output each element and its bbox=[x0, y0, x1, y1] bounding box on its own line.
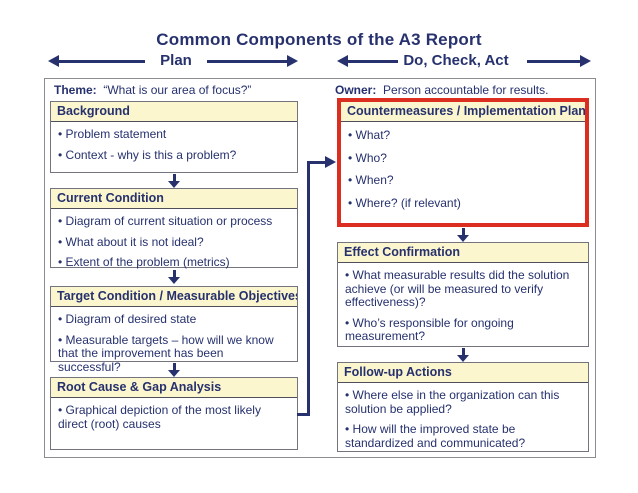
bullet-item: Measurable targets – how will we know th… bbox=[58, 333, 289, 375]
arrowhead-down-icon bbox=[168, 181, 180, 188]
theme-label: Theme: bbox=[54, 83, 97, 97]
elbow-arrowhead-right-icon bbox=[325, 156, 336, 168]
box-content: Where else in the organization can this … bbox=[338, 383, 588, 450]
box-root-cause: Root Cause & Gap Analysis Graphical depi… bbox=[50, 377, 298, 450]
box-content: Problem statement Context - why is this … bbox=[51, 122, 297, 162]
box-content: What? Who? When? Where? (if relevant) bbox=[341, 122, 585, 210]
arrowhead-down-icon bbox=[168, 370, 180, 377]
box-background: Background Problem statement Context - w… bbox=[50, 101, 298, 173]
bullet-item: Diagram of desired state bbox=[58, 312, 289, 327]
arrowhead-left-icon bbox=[337, 55, 348, 67]
box-follow-up-actions: Follow-up Actions Where else in the orga… bbox=[337, 362, 589, 452]
plan-left-arrow-icon bbox=[48, 55, 145, 67]
bullet-item: How will the improved state be standardi… bbox=[345, 422, 580, 450]
plan-right-arrow-icon bbox=[207, 55, 298, 67]
dca-left-arrow-icon bbox=[337, 55, 398, 67]
bullet-item: Context - why is this a problem? bbox=[58, 148, 289, 163]
bullet-item: Where else in the organization can this … bbox=[345, 388, 580, 416]
elbow-connector-top-segment bbox=[307, 161, 326, 164]
down-arrow-icon bbox=[457, 348, 469, 362]
owner-text: Person accountable for results. bbox=[383, 83, 549, 97]
arrow-stem bbox=[461, 228, 465, 235]
arrowhead-down-icon bbox=[457, 355, 469, 362]
box-content: What measurable results did the solution… bbox=[338, 263, 588, 344]
box-content: Diagram of desired state Measurable targ… bbox=[51, 307, 297, 374]
box-header: Current Condition bbox=[51, 189, 297, 209]
box-content: Diagram of current situation or process … bbox=[51, 209, 297, 270]
bullet-item: Where? (if relevant) bbox=[348, 196, 577, 211]
elbow-connector-vertical-segment bbox=[307, 162, 310, 416]
phase-label-plan: Plan bbox=[160, 52, 192, 69]
page-title: Common Components of the A3 Report bbox=[156, 30, 482, 49]
arrowhead-right-icon bbox=[287, 55, 298, 67]
box-header: Effect Confirmation bbox=[338, 243, 588, 263]
bullet-item: Extent of the problem (metrics) bbox=[58, 255, 289, 270]
box-countermeasures: Countermeasures / Implementation Plan Wh… bbox=[337, 98, 589, 227]
arrow-line bbox=[57, 60, 145, 63]
bullet-item: When? bbox=[348, 173, 577, 188]
bullet-item: Who? bbox=[348, 151, 577, 166]
box-current-condition: Current Condition Diagram of current sit… bbox=[50, 188, 298, 270]
bullet-item: What? bbox=[348, 128, 577, 143]
phase-label-do-check-act: Do, Check, Act bbox=[403, 52, 509, 69]
down-arrow-icon bbox=[457, 228, 469, 242]
box-header: Target Condition / Measurable Objectives bbox=[51, 287, 297, 307]
arrow-stem bbox=[172, 174, 176, 181]
box-effect-confirmation: Effect Confirmation What measurable resu… bbox=[337, 242, 589, 347]
down-arrow-icon bbox=[168, 270, 180, 284]
theme-text: “What is our area of focus?” bbox=[103, 83, 252, 97]
box-header: Follow-up Actions bbox=[338, 363, 588, 383]
bullet-item: Problem statement bbox=[58, 127, 289, 142]
bullet-item: Graphical depiction of the most likely d… bbox=[58, 403, 289, 431]
dca-right-arrow-icon bbox=[527, 55, 591, 67]
elbow-connector-bottom-segment bbox=[297, 413, 310, 416]
box-header: Background bbox=[51, 102, 297, 122]
arrow-stem bbox=[172, 270, 176, 277]
arrowhead-right-icon bbox=[580, 55, 591, 67]
bullet-item: What measurable results did the solution… bbox=[345, 268, 580, 310]
box-header: Countermeasures / Implementation Plan bbox=[341, 102, 585, 122]
bullet-item: Diagram of current situation or process bbox=[58, 214, 289, 229]
arrowhead-left-icon bbox=[48, 55, 59, 67]
owner-label: Owner: bbox=[335, 83, 377, 97]
arrow-line bbox=[527, 60, 582, 63]
box-content: Graphical depiction of the most likely d… bbox=[51, 398, 297, 431]
bullet-item: What about it is not ideal? bbox=[58, 235, 289, 250]
owner-row: Owner: Person accountable for results. bbox=[335, 83, 548, 97]
arrow-line bbox=[346, 60, 398, 63]
arrowhead-down-icon bbox=[457, 235, 469, 242]
box-target-condition: Target Condition / Measurable Objectives… bbox=[50, 286, 298, 373]
arrow-stem bbox=[172, 363, 176, 370]
arrow-stem bbox=[461, 348, 465, 355]
box-header: Root Cause & Gap Analysis bbox=[51, 378, 297, 398]
arrow-line bbox=[207, 60, 289, 63]
down-arrow-icon bbox=[168, 174, 180, 188]
bullet-item: Who’s responsible for ongoing measuremen… bbox=[345, 316, 580, 344]
theme-row: Theme: “What is our area of focus?” bbox=[54, 83, 251, 97]
arrowhead-down-icon bbox=[168, 277, 180, 284]
down-arrow-icon bbox=[168, 363, 180, 377]
